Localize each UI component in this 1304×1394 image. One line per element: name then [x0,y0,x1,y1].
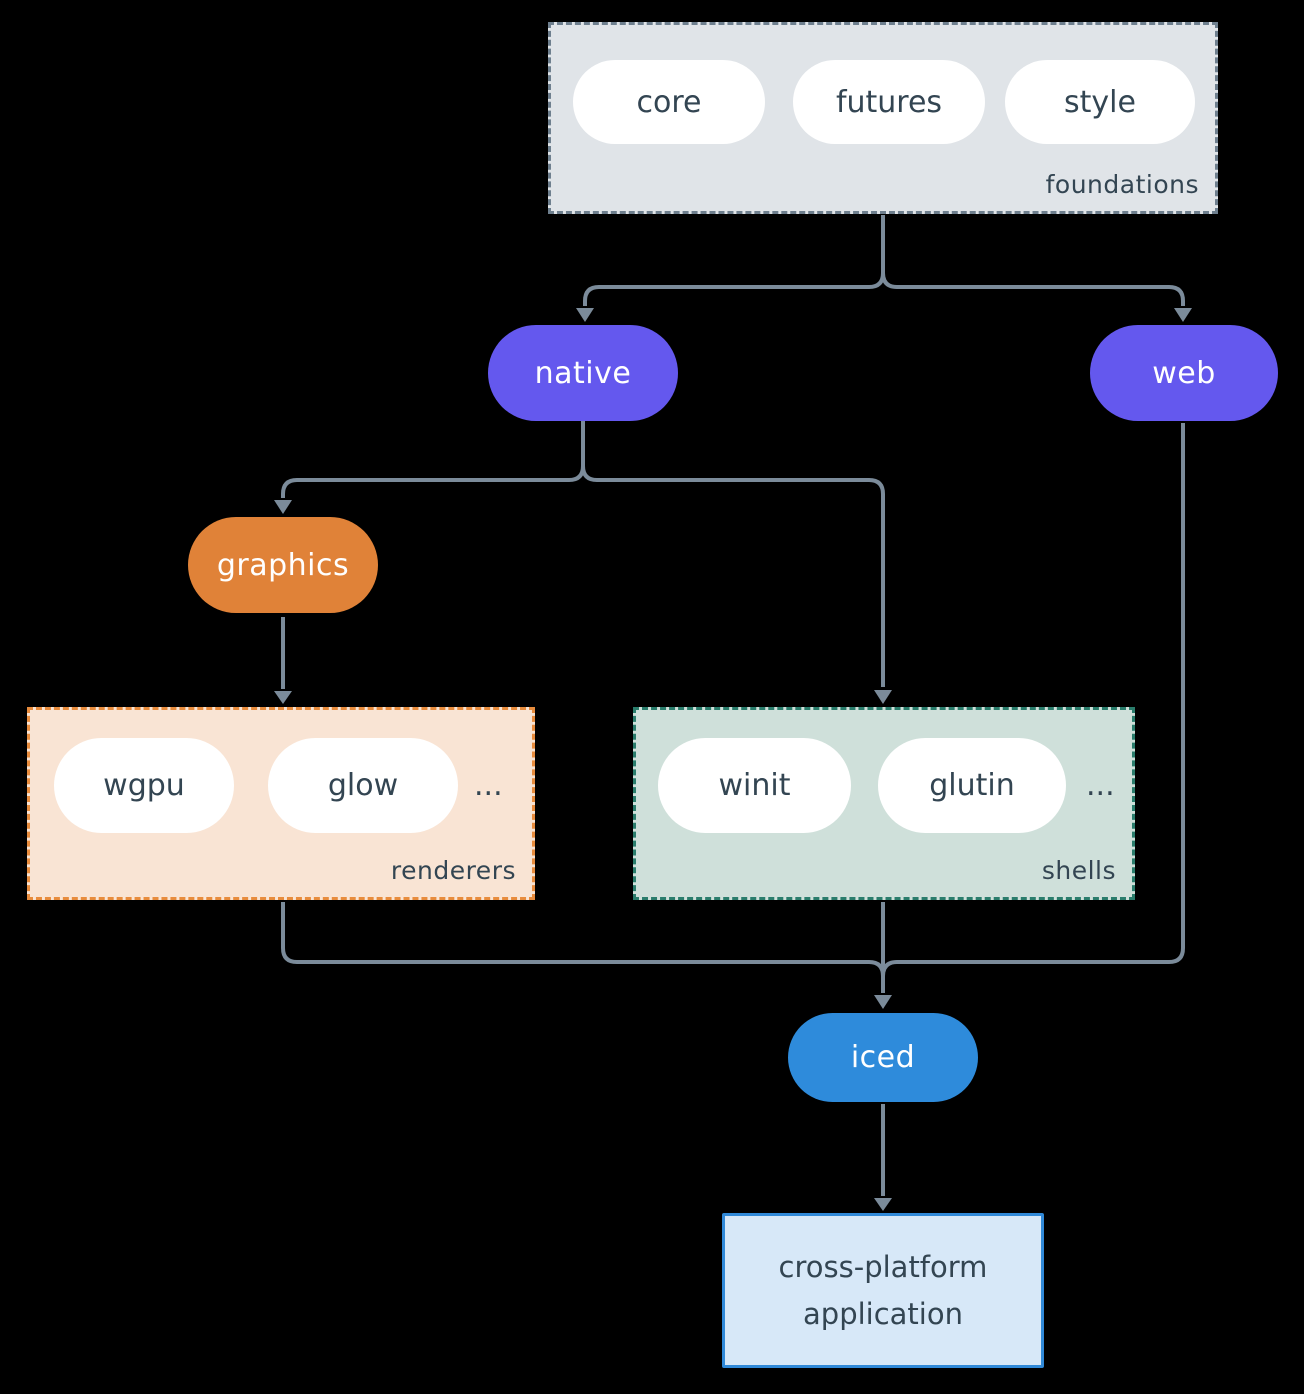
node-iced-label: iced [850,1040,916,1075]
node-web: web [1090,325,1278,421]
pill-glutin-label: glutin [929,768,1015,803]
node-graphics-label: graphics [216,547,350,583]
pill-futures: futures [793,60,985,144]
node-iced: iced [788,1013,978,1102]
pill-wgpu: wgpu [54,738,234,833]
shells-ellipsis: ... [1086,768,1115,803]
node-native-label: native [534,355,632,391]
pill-winit: winit [658,738,851,833]
foundations-label: foundations [1045,170,1199,199]
pill-wgpu-label: wgpu [103,768,185,803]
pill-glow: glow [268,738,458,833]
pill-futures-label: futures [835,84,943,120]
cross-platform-application-box: cross-platform application [722,1213,1044,1368]
node-native: native [488,325,678,421]
pill-style: style [1005,60,1195,144]
pill-core-label: core [636,84,702,120]
renderers-ellipsis: ... [474,768,503,803]
foundations-group: core futures style foundations [548,22,1218,214]
pill-glutin: glutin [878,738,1066,833]
pill-winit-label: winit [718,768,791,803]
pill-glow-label: glow [327,768,399,803]
node-graphics: graphics [188,517,378,613]
app-box-label: cross-platform application [778,1249,988,1331]
renderers-group: wgpu glow ... renderers [27,707,535,900]
node-web-label: web [1152,355,1216,391]
shells-label: shells [1041,856,1116,885]
shells-group: winit glutin ... shells [633,707,1135,900]
renderers-label: renderers [390,856,516,885]
pill-style-label: style [1064,84,1136,120]
pill-core: core [573,60,765,144]
